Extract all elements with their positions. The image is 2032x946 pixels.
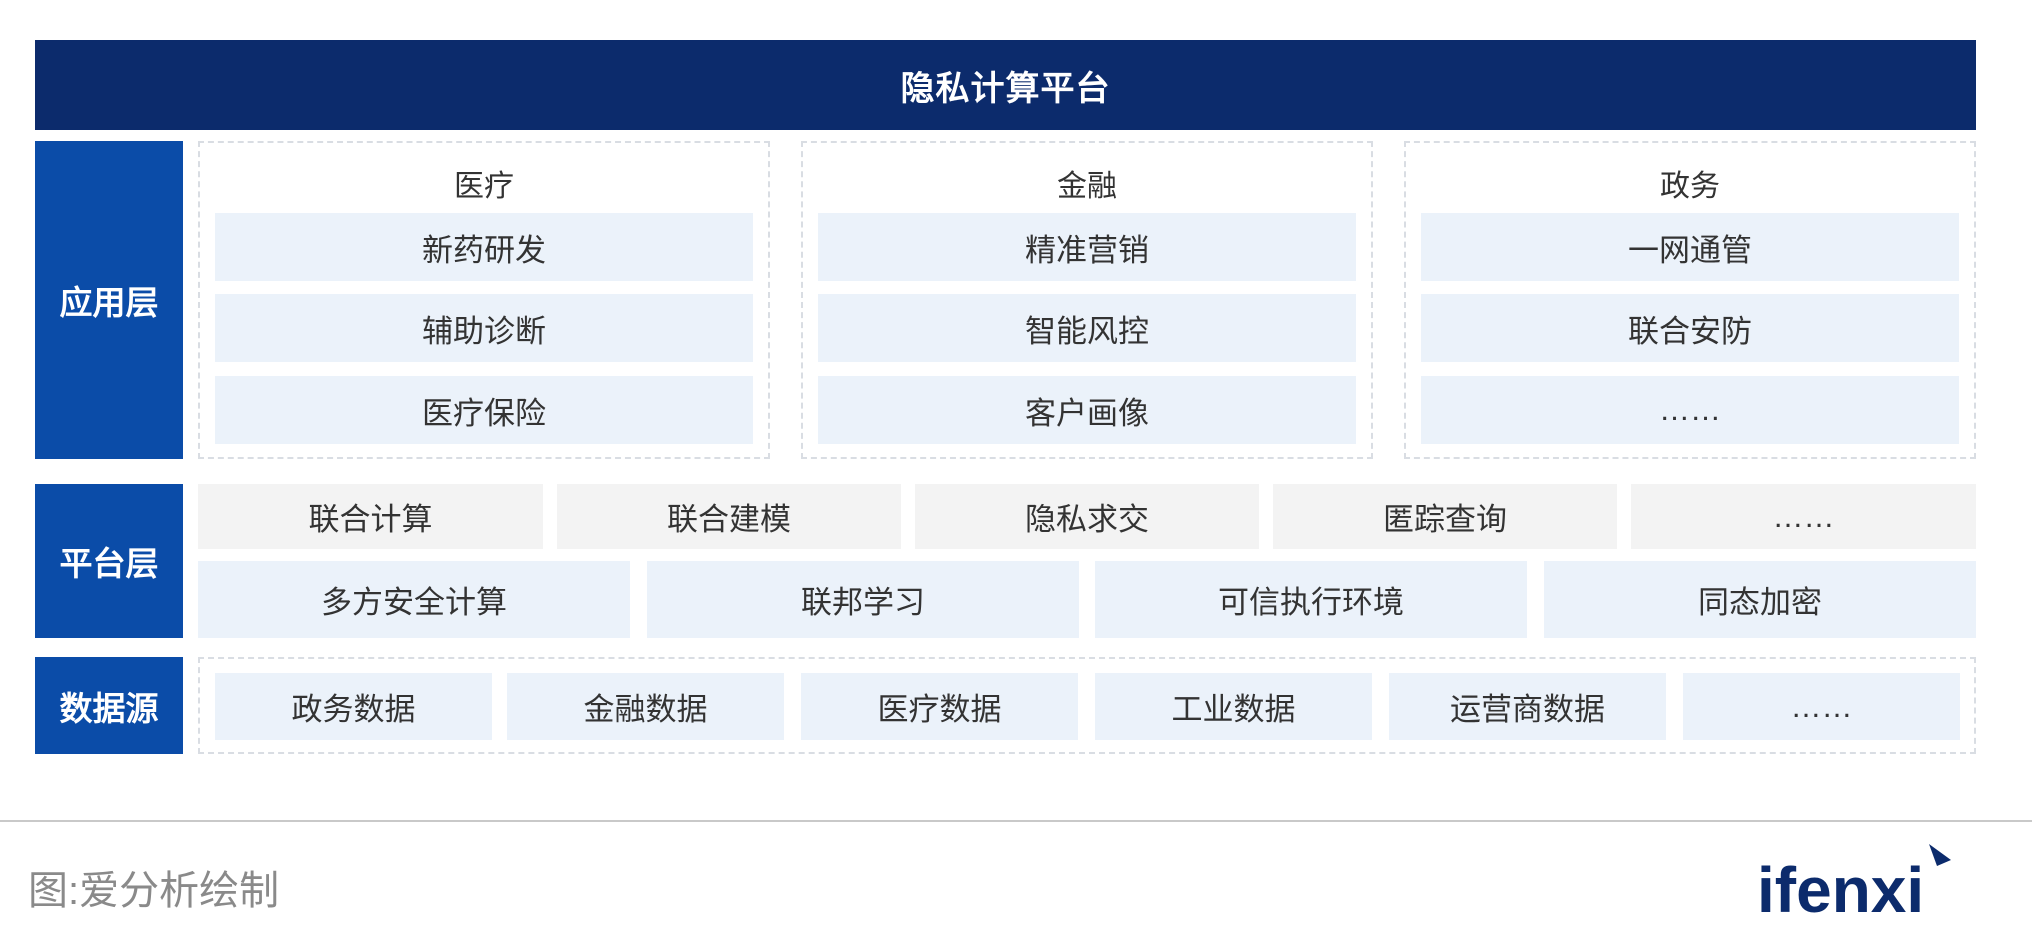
platform-technology: 多方安全计算 [198,561,630,638]
logo-text: ifenxi [1757,854,1924,920]
app-item: 新药研发 [215,213,753,281]
app-item: 辅助诊断 [215,294,753,362]
ifenxi-logo: ifenxi [1757,844,1951,920]
category-title: 金融 [1057,170,1117,203]
data-source-group: 政务数据 金融数据 医疗数据 工业数据 运营商数据 …… [198,657,1976,754]
platform-capability: 联合建模 [557,484,901,549]
layer-label-data: 数据源 [35,657,183,754]
layer-label-application: 应用层 [35,141,183,459]
category-medical: 医疗 新药研发 辅助诊断 医疗保险 [198,141,770,459]
category-title: 医疗 [454,170,514,203]
layer-label-platform: 平台层 [35,484,183,638]
app-item: 医疗保险 [215,376,753,444]
platform-capability: …… [1631,484,1976,549]
data-source-item: …… [1683,673,1960,740]
app-item: 联合安防 [1421,294,1959,362]
platform-capability: 联合计算 [198,484,543,549]
logo-arrow-icon [1929,844,1951,866]
footer-divider [0,820,2032,822]
platform-technology: 联邦学习 [647,561,1079,638]
platform-technology: 可信执行环境 [1095,561,1527,638]
app-item: 客户画像 [818,376,1356,444]
app-item: 智能风控 [818,294,1356,362]
category-title: 政务 [1660,170,1720,203]
source-note: 图:爱分析绘制 [28,869,280,913]
app-item: 一网通管 [1421,213,1959,281]
category-finance: 金融 精准营销 智能风控 客户画像 [801,141,1373,459]
data-source-item: 工业数据 [1095,673,1372,740]
data-source-item: 金融数据 [507,673,784,740]
category-government: 政务 一网通管 联合安防 …… [1404,141,1976,459]
app-item: …… [1421,376,1959,444]
data-source-item: 政务数据 [215,673,492,740]
platform-title: 隐私计算平台 [35,40,1976,130]
platform-capability: 隐私求交 [915,484,1259,549]
data-source-item: 医疗数据 [801,673,1078,740]
platform-capability: 匿踪查询 [1273,484,1617,549]
platform-technology: 同态加密 [1544,561,1976,638]
app-item: 精准营销 [818,213,1356,281]
data-source-item: 运营商数据 [1389,673,1666,740]
